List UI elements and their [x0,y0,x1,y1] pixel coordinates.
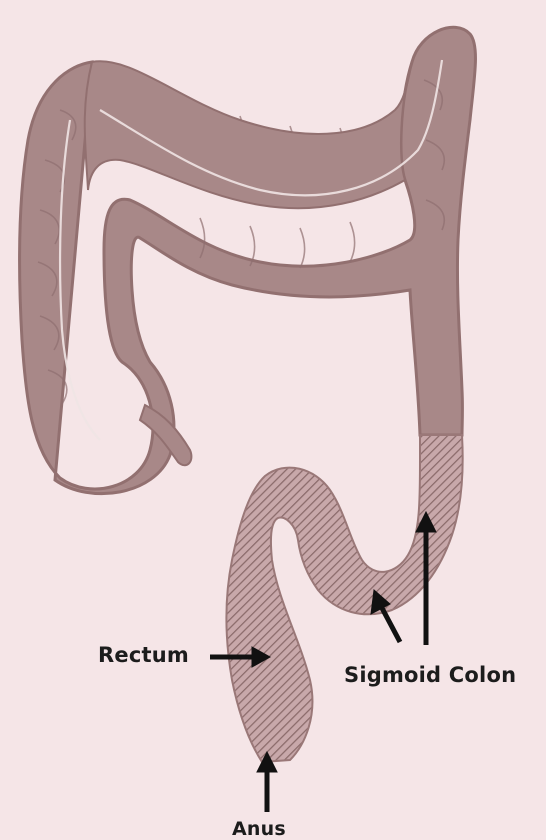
rectum-label: Rectum [98,643,189,667]
sigmoid-colon-label: Sigmoid Colon [344,663,516,687]
colon-body [20,27,476,493]
anus-label: Anus [232,818,286,840]
